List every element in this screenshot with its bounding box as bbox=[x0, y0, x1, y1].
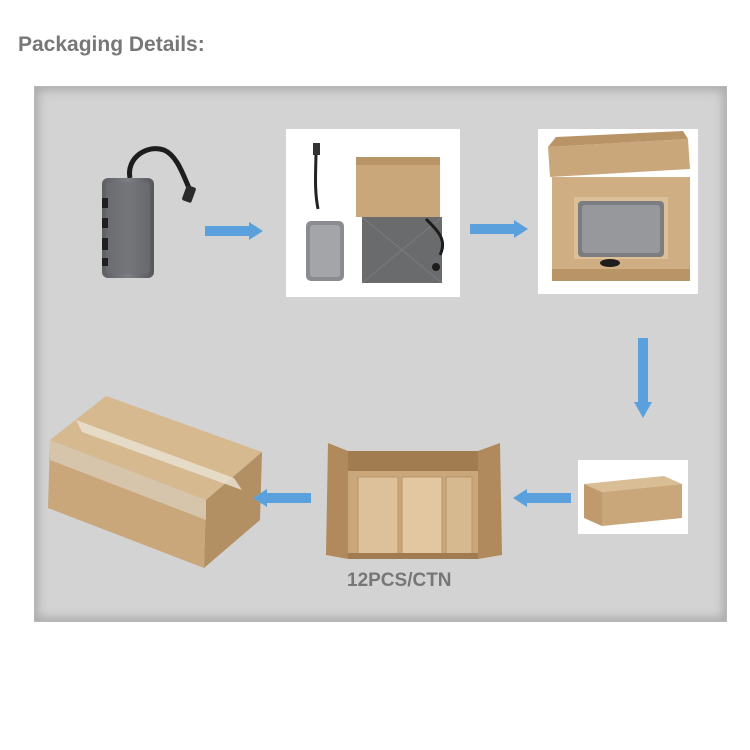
hub-inside-open-box-photo bbox=[538, 129, 698, 294]
hub-with-box-and-pouch-photo bbox=[286, 129, 460, 297]
arrow-left-2 bbox=[253, 489, 311, 512]
quantity-caption: 12PCS/CTN bbox=[347, 570, 507, 592]
closed-mailer-box-photo bbox=[578, 460, 688, 534]
usb-hub-photo bbox=[92, 138, 202, 288]
page-heading: Packaging Details: bbox=[18, 33, 205, 57]
arrow-right-2 bbox=[470, 220, 528, 243]
arrow-right-1 bbox=[205, 222, 263, 245]
open-carton-photo bbox=[318, 435, 508, 563]
arrow-left-1 bbox=[513, 489, 571, 512]
arrow-down bbox=[634, 338, 652, 423]
sealed-carton-photo bbox=[46, 392, 266, 572]
